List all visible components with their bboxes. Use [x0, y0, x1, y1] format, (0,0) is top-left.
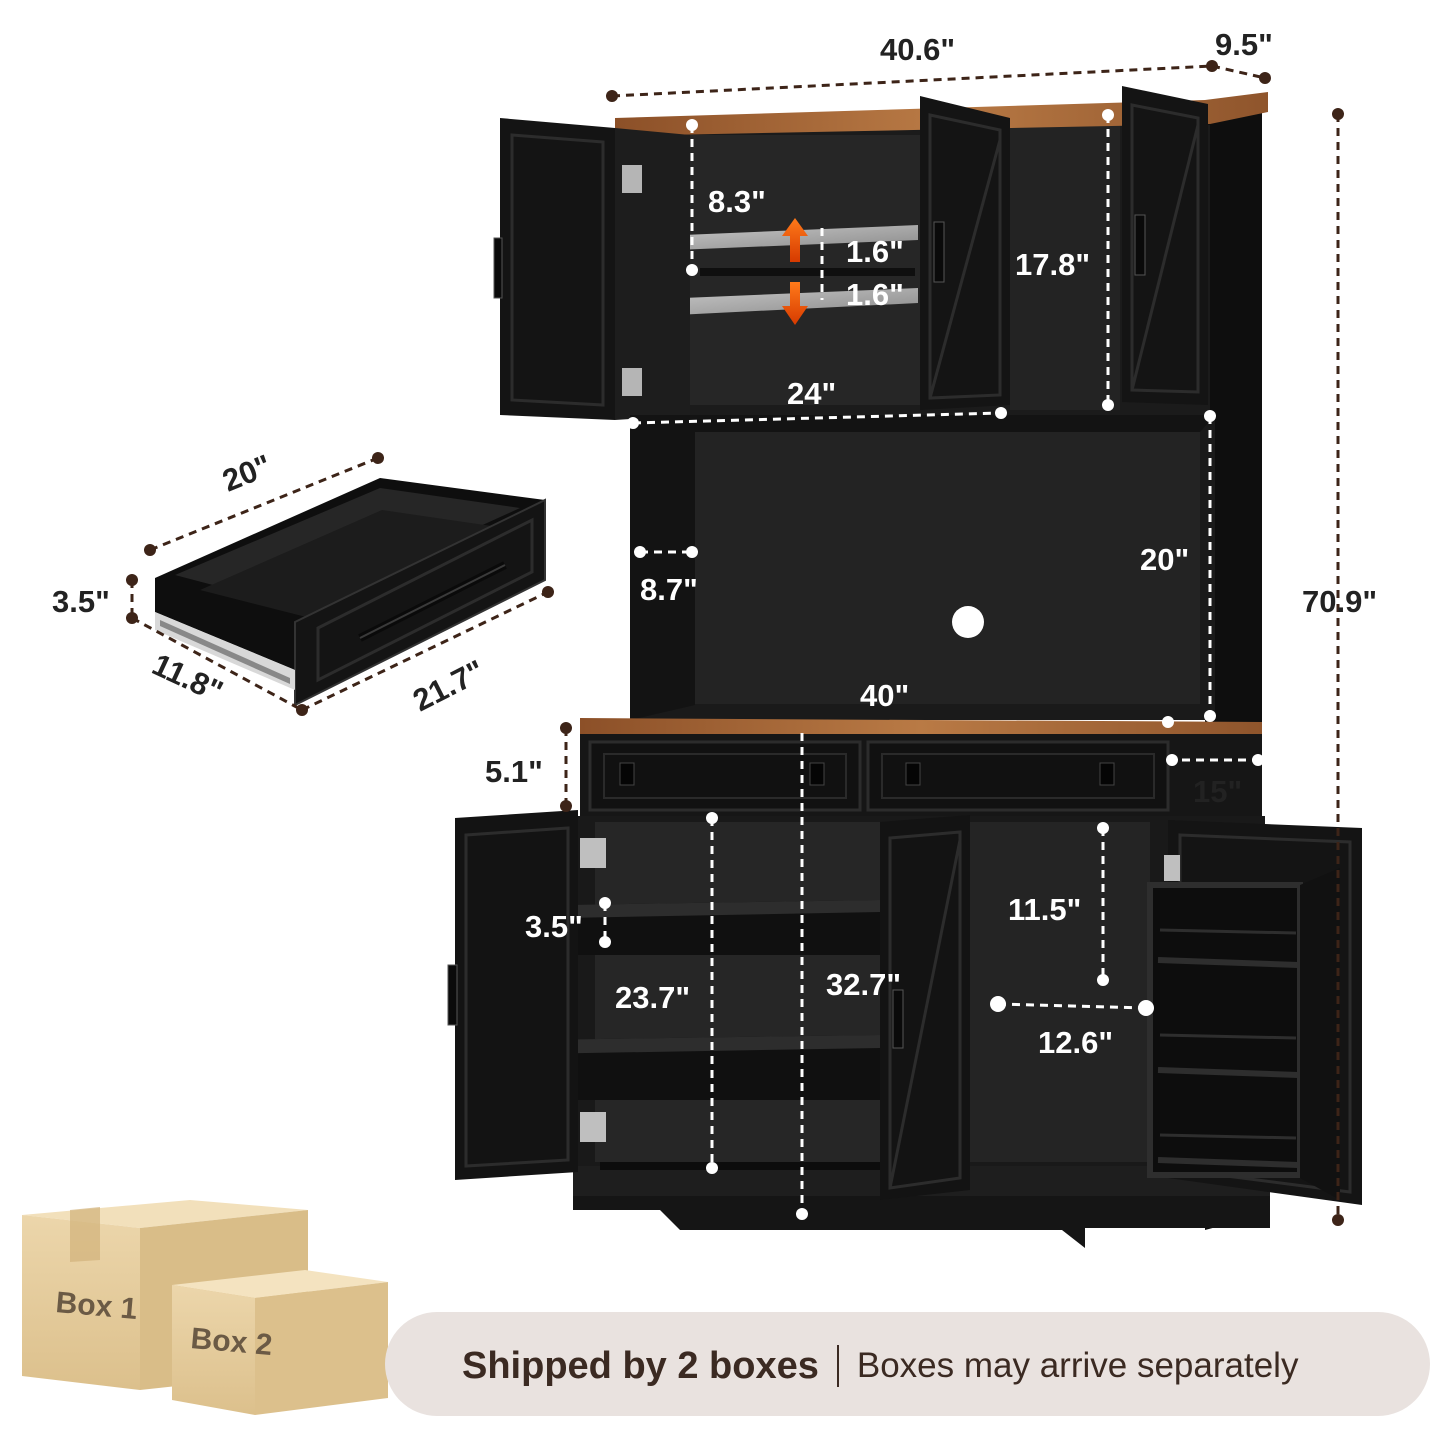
- cabinet: [447, 86, 1362, 1248]
- cable-hole: [952, 606, 984, 638]
- overall-height-label: 70.9": [1302, 584, 1377, 619]
- lower-left-height-label: 23.7": [615, 980, 690, 1015]
- drawer-detail: [155, 478, 546, 707]
- countertop: [580, 718, 1262, 738]
- overall-depth-label: 9.5": [1215, 27, 1273, 62]
- lower-right-height-label: 11.5": [1008, 892, 1081, 927]
- shelf-adjust-arrows: [782, 218, 808, 325]
- shipping-banner: [385, 1312, 1430, 1416]
- upper-inner-width-label: 24": [787, 376, 836, 411]
- drawer-front-width-label: 21.7": [407, 653, 490, 718]
- drawer-height-label: 3.5": [52, 584, 110, 619]
- box-2: [172, 1285, 255, 1415]
- glass-shelf-2: [636, 288, 918, 315]
- upper-middle-door: [920, 96, 1010, 410]
- shelf-adjust-label-1: 1.6": [846, 234, 904, 269]
- upper-left-door: [500, 118, 615, 420]
- lower-right-width-label: 12.6": [1038, 1025, 1113, 1060]
- overall-width-label: 40.6": [880, 32, 955, 67]
- hutch-depth-label: 8.7": [640, 572, 698, 607]
- drawer-length-label: 20": [218, 448, 277, 499]
- lower-left-door: [455, 810, 578, 1180]
- spice-rack: [1147, 882, 1303, 1178]
- box-1: [22, 1215, 140, 1390]
- dimension-endpoints-dark: [126, 60, 1344, 1226]
- shipping-title: Shipped by 2 boxes: [462, 1344, 819, 1387]
- banner-divider: [836, 1345, 839, 1387]
- shipping-banner-text: Shipped by 2 boxes Boxes may arrive sepa…: [462, 1338, 1298, 1394]
- box-1-label: Box 1: [54, 1286, 138, 1326]
- hutch-height-label: 20": [1140, 542, 1189, 577]
- drawer-bottom: [200, 510, 505, 620]
- base-depth-label: 15": [1193, 774, 1242, 809]
- shipping-subtitle: Boxes may arrive separately: [856, 1346, 1299, 1385]
- hutch-width-label: 40": [860, 678, 909, 713]
- upper-shelf-height-label: 8.3": [708, 184, 766, 219]
- drawer-row-height-label: 5.1": [485, 754, 543, 789]
- dimension-lines: [130, 64, 1340, 1220]
- interior-dimension-lines: [603, 115, 1258, 1214]
- upper-side-height-label: 17.8": [1015, 247, 1090, 282]
- shelf-adjust-label-2: 1.6": [846, 277, 904, 312]
- lower-total-height-label: 32.7": [826, 967, 901, 1002]
- shipping-boxes: Box 1 Box 2: [22, 1200, 388, 1415]
- box-2-label: Box 2: [189, 1322, 273, 1362]
- glass-shelf-1: [636, 225, 918, 250]
- pullout-height-label: 3.5": [525, 909, 583, 944]
- interior-dimension-endpoints: [599, 109, 1264, 1220]
